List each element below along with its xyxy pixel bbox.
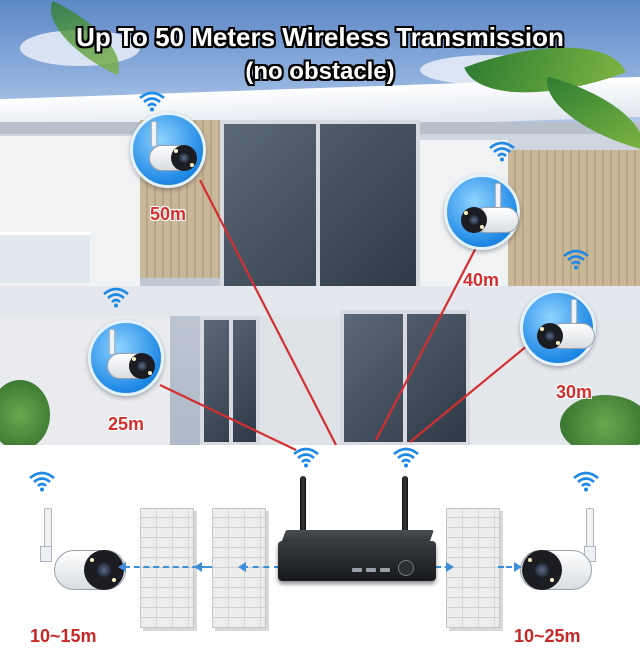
brick-wall-icon (212, 508, 266, 628)
signal-line-25m (159, 384, 297, 451)
headline-subtitle: (no obstacle) (245, 58, 395, 85)
camera-bubble-40m (444, 174, 520, 250)
wifi-icon (293, 447, 319, 468)
camera-bubble-25m (88, 320, 164, 396)
house-wall (260, 316, 340, 446)
nvr-button (366, 568, 376, 572)
wifi-icon (103, 287, 129, 308)
nvr-antenna-left (300, 476, 306, 538)
arrow-left-icon (238, 562, 246, 572)
nvr-button (352, 568, 362, 572)
camera-bubble-30m (520, 290, 596, 366)
distance-label-50m: 50m (150, 204, 187, 224)
arrow-left-icon (194, 562, 202, 572)
wood-cladding (508, 150, 640, 300)
camera-bubble-50m (130, 112, 206, 188)
nvr-knob (398, 560, 414, 576)
dashed-link (498, 566, 520, 568)
signal-line-30m (409, 344, 529, 443)
distance-label-30m: 30m (556, 382, 593, 402)
distance-label-left-bottom: 10~15m (30, 626, 97, 646)
dashed-link (196, 566, 212, 568)
headline: Up To 50 Meters Wireless Transmission (76, 22, 564, 52)
distance-label-40m: 40m (463, 270, 500, 290)
signal-line-40m (375, 239, 481, 441)
wifi-icon (489, 141, 515, 162)
arrow-right-icon (446, 562, 454, 572)
lower-window (340, 310, 470, 446)
upper-window (220, 120, 420, 290)
signal-line-50m (199, 179, 337, 446)
nvr-recorder-icon (278, 541, 436, 581)
arrow-right-icon (514, 562, 522, 572)
dashed-link (436, 566, 450, 568)
brick-wall-icon (140, 508, 194, 628)
wifi-icon (393, 447, 419, 468)
garden-plant (0, 380, 50, 450)
wifi-icon (573, 471, 599, 492)
lower-window (200, 316, 260, 446)
divider-band (0, 445, 640, 457)
arrow-left-icon (118, 562, 126, 572)
nvr-button (380, 568, 390, 572)
nvr-antenna-right (402, 476, 408, 538)
distance-label-right-bottom: 10~25m (514, 626, 581, 646)
wifi-icon (139, 91, 165, 112)
distance-label-25m: 25m (108, 414, 145, 434)
glass-railing (0, 232, 90, 283)
wifi-icon (563, 249, 589, 270)
brick-wall-icon (446, 508, 500, 628)
dashed-link (242, 566, 280, 568)
dashed-link (124, 566, 208, 568)
wifi-icon (29, 471, 55, 492)
